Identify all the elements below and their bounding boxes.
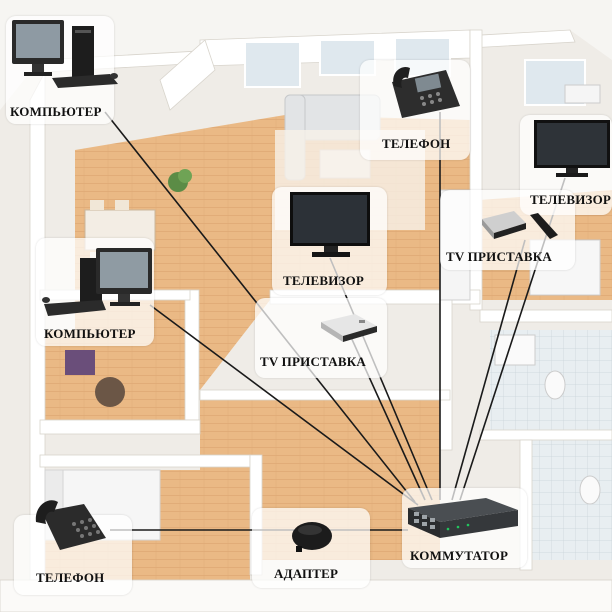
computer-top-label: КОМПЬЮТЕР (10, 104, 102, 119)
stb-center-label: TV ПРИСТАВКА (260, 354, 366, 369)
stb-right-icon (482, 211, 558, 239)
computer-left-label: КОМПЬЮТЕР (44, 326, 136, 341)
second-bath-floor (530, 440, 612, 560)
stb-center-icon (321, 314, 377, 342)
phone-bottom-label: ТЕЛЕФОН (36, 570, 105, 585)
computer-left-icon (42, 248, 152, 316)
tv-right-icon (534, 120, 610, 177)
switch-icon (408, 498, 518, 538)
phone-top-icon (392, 66, 460, 118)
stb-center-card (255, 298, 387, 378)
cable-stb-right (451, 239, 526, 501)
stb-right-label: TV ПРИСТАВКА (446, 249, 552, 264)
switch-label: КОММУТАТОР (410, 548, 509, 563)
cable-computer-left (149, 304, 419, 506)
windows (244, 37, 586, 106)
phone-top-label: ТЕЛЕФОН (382, 136, 451, 151)
tv-center-label: ТЕЛЕВИЗОР (283, 273, 365, 288)
adapter-icon (292, 522, 332, 552)
tv-right-label: ТЕЛЕВИЗОР (530, 192, 612, 207)
tv-center-icon (290, 192, 370, 257)
adapter-label: АДАПТЕР (274, 566, 339, 581)
phone-bottom-icon (35, 500, 106, 550)
computer-top-icon (12, 20, 118, 88)
